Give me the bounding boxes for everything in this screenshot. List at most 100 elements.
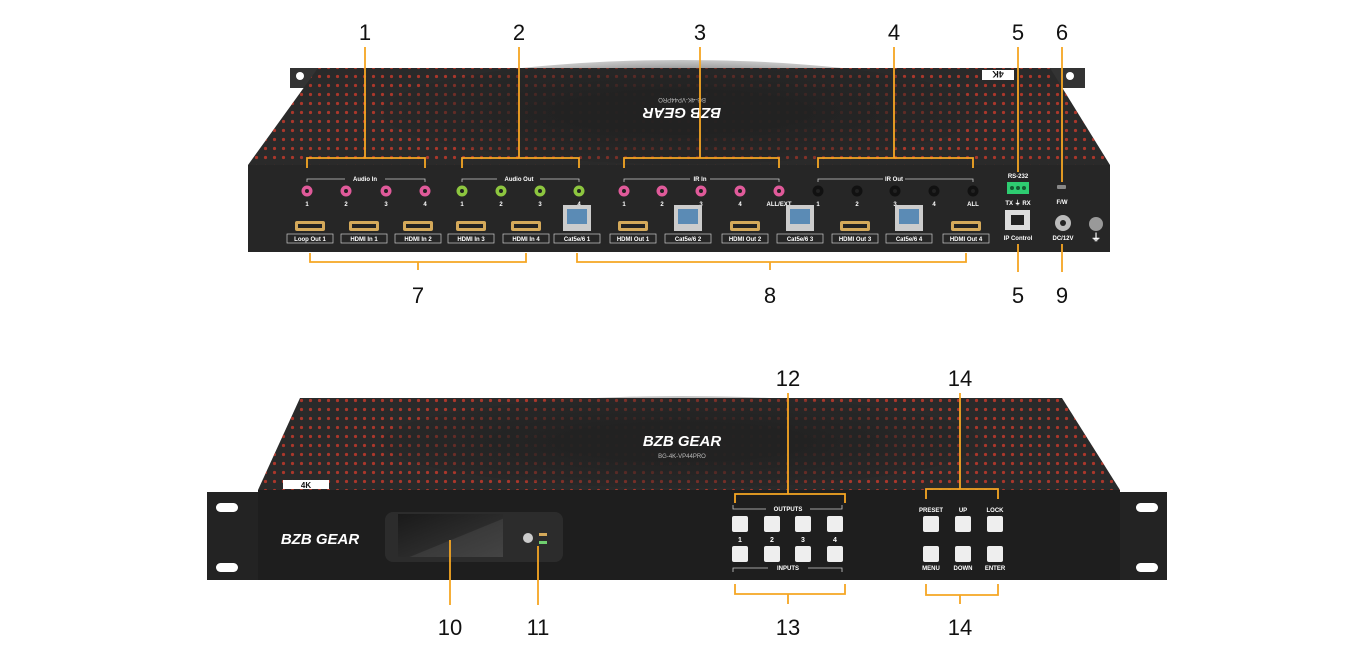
callout-13: 13 xyxy=(775,615,801,640)
port-label-7: HDMI Out 1 xyxy=(617,237,650,243)
port-label-2: HDMI In 1 xyxy=(350,237,378,243)
ir-in-jack-label-2: 2 xyxy=(660,202,664,208)
callout-11: 11 xyxy=(526,615,550,640)
callout-1: 1 xyxy=(358,20,372,45)
rs232-pins-label: TX ⏚ RX xyxy=(1005,200,1030,207)
port-label-11: HDMI Out 3 xyxy=(839,237,872,243)
rear-jacks-row: 123412341234ALL/EXT1234ALL xyxy=(301,185,979,208)
control-bottom-button-3[interactable] xyxy=(987,546,1003,562)
ir-in-jack-label-1: 1 xyxy=(622,202,626,208)
audio-in-jack-label-4: 4 xyxy=(423,202,427,208)
port-label-3: HDMI In 2 xyxy=(404,237,432,243)
audio-out-jack-label-3: 3 xyxy=(538,202,542,208)
fw-usb-port xyxy=(1057,185,1066,189)
control-bottom-label-1: MENU xyxy=(922,566,940,572)
audio-out-jack-label-1: 1 xyxy=(460,202,464,208)
port-label-9: HDMI Out 2 xyxy=(729,237,762,243)
control-bottom-label-3: ENTER xyxy=(985,566,1006,572)
control-top-button-3[interactable] xyxy=(987,516,1003,532)
rear-model-text: BG-4K-VP44PRO xyxy=(658,96,706,102)
ir-sensor xyxy=(523,533,533,543)
control-top-button-2[interactable] xyxy=(955,516,971,532)
input-button-4[interactable] xyxy=(827,546,843,562)
rear-unit: BZB GEAR BG-4K-VP44PRO 4K Audio In Audio… xyxy=(248,60,1110,252)
port-label-6: Cat5e/6 1 xyxy=(564,237,591,243)
fw-label: F/W xyxy=(1057,200,1068,206)
front-4k-badge-text: 4K xyxy=(301,481,311,490)
callout-9: 9 xyxy=(1055,283,1069,308)
callout-2: 2 xyxy=(512,20,526,45)
port-label-5: HDMI In 4 xyxy=(512,237,540,243)
status-led-2 xyxy=(539,541,547,544)
rear-4k-badge xyxy=(982,70,1014,80)
dc-label: DC/12V xyxy=(1052,236,1073,242)
control-top-label-1: PRESET xyxy=(919,508,943,514)
port-label-13: HDMI Out 4 xyxy=(950,237,983,243)
input-button-2[interactable] xyxy=(764,546,780,562)
callout-6: 6 xyxy=(1055,20,1069,45)
control-top-button-1[interactable] xyxy=(923,516,939,532)
callout-14-bottom: 14 xyxy=(947,615,973,640)
port-label-1: Loop Out 1 xyxy=(294,237,326,243)
control-top-label-3: LOCK xyxy=(987,508,1005,514)
ir-out-jack-label-4: 4 xyxy=(932,202,936,208)
control-bottom-button-1[interactable] xyxy=(923,546,939,562)
audio-in-group-label: Audio In xyxy=(353,177,377,183)
channel-buttons: 1 2 3 4 xyxy=(732,516,843,562)
front-brand-logo: BZB GEAR xyxy=(281,531,360,548)
outputs-label: OUTPUTS xyxy=(774,507,803,513)
ir-out-jack-label-2: 2 xyxy=(855,202,859,208)
rear-ports-row: Loop Out 1 HDMI In 1 HDMI In 2 HDMI In 3 HDM… xyxy=(286,205,990,244)
callout-5-top: 5 xyxy=(1011,20,1025,45)
inputs-label: INPUTS xyxy=(777,566,799,572)
audio-in-jack-label-2: 2 xyxy=(344,202,348,208)
rear-4k-badge-text: 4K xyxy=(992,69,1004,79)
audio-in-jack-label-3: 3 xyxy=(384,202,388,208)
ip-control-label: IP Control xyxy=(1004,236,1033,242)
ir-out-jack-label-5: ALL xyxy=(967,202,979,208)
callout-10: 10 xyxy=(437,615,463,640)
control-top-label-2: UP xyxy=(959,508,967,514)
front-top-model-text: BG-4K-VP44PRO xyxy=(658,454,706,460)
port-label-4: HDMI In 3 xyxy=(457,237,485,243)
callout-3: 3 xyxy=(693,20,707,45)
output-button-2[interactable] xyxy=(764,516,780,532)
audio-out-group-label: Audio Out xyxy=(505,177,534,183)
ir-in-jack-label-5: ALL/EXT xyxy=(767,202,792,208)
port-label-8: Cat5e/6 2 xyxy=(675,237,702,243)
channel-number-4: 4 xyxy=(833,537,837,544)
ir-out-group-label: IR Out xyxy=(885,177,903,183)
callout-8: 8 xyxy=(763,283,777,308)
ir-out-jack-label-1: 1 xyxy=(816,202,820,208)
ir-in-jack-label-4: 4 xyxy=(738,202,742,208)
callout-4: 4 xyxy=(887,20,901,45)
ground-symbol: ⏚ xyxy=(1091,232,1101,244)
rear-brand-logo: BZB GEAR xyxy=(643,104,722,121)
front-top-brand-logo: BZB GEAR xyxy=(643,433,722,450)
audio-in-jack-label-1: 1 xyxy=(305,202,309,208)
output-button-4[interactable] xyxy=(827,516,843,532)
front-unit: BZB GEAR BG-4K-VP44PRO 4K BZB GEAR OUTPU… xyxy=(207,396,1167,580)
control-bottom-button-2[interactable] xyxy=(955,546,971,562)
audio-out-jack-label-2: 2 xyxy=(499,202,503,208)
channel-number-2: 2 xyxy=(770,537,774,544)
callout-12: 12 xyxy=(775,366,801,391)
channel-number-3: 3 xyxy=(801,537,805,544)
input-button-1[interactable] xyxy=(732,546,748,562)
front-4k-badge xyxy=(283,480,329,489)
control-bottom-label-2: DOWN xyxy=(954,566,973,572)
status-led-1 xyxy=(539,533,547,536)
rs232-label: RS-232 xyxy=(1008,174,1029,180)
channel-number-1: 1 xyxy=(738,537,742,544)
output-button-3[interactable] xyxy=(795,516,811,532)
ground-screw xyxy=(1089,217,1103,231)
callout-5-bottom: 5 xyxy=(1011,283,1025,308)
input-button-3[interactable] xyxy=(795,546,811,562)
port-label-10: Cat5e/6 3 xyxy=(787,237,814,243)
output-button-1[interactable] xyxy=(732,516,748,532)
control-buttons: PRESET MENU UP DOWN LOCK ENTER xyxy=(919,508,1006,572)
ir-in-group-label: IR In xyxy=(694,177,707,183)
leader-lines xyxy=(306,47,1063,605)
